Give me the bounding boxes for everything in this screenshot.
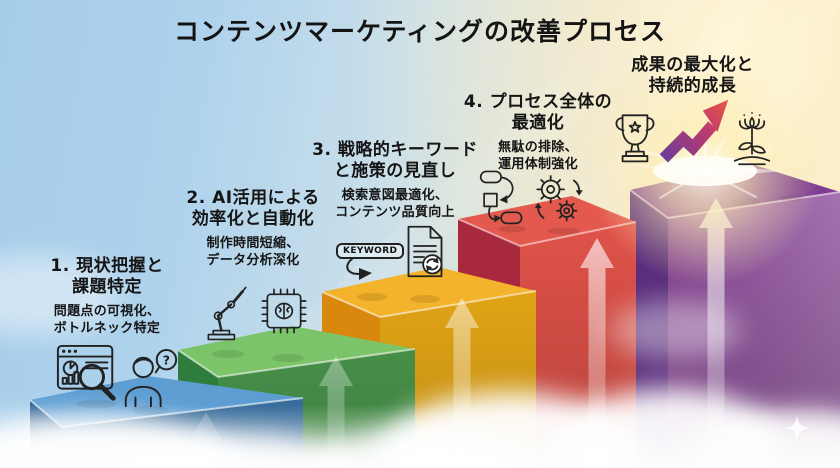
step-3-label: 3. 戦略的キーワード と施策の見直し 検索意図最適化、 コンテンツ品質向上 [290,140,500,222]
edge-highlight [321,290,537,319]
block-top-face [458,196,636,246]
bottom-haze [0,404,840,468]
trophy-icon [615,114,655,163]
step-1-subtitle: 問題点の可視化、 ボトルネック特定 [53,303,161,336]
analytics-search-icon [56,344,116,401]
step-3-subtitle: 検索意図最適化、 コンテンツ品質向上 [335,187,455,220]
page-title: コンテンツマーケティングの改善プロセス [173,17,666,46]
step-4-subtitle: 無駄の排除、 運用体制強化 [498,139,578,172]
icon-shadows [357,293,440,303]
keyword-label: KEYWORD [336,243,405,259]
keyword-bubble-icon: KEYWORD [336,238,406,281]
step-3-title: 3. 戦略的キーワード と施策の見直し [312,140,478,182]
growth-arrow-icon [659,99,729,163]
icon-shadows [498,225,580,235]
plant-icon [733,112,771,166]
person-question-icon: ? [124,349,178,408]
block-top-face [178,326,415,377]
icon-shadows [212,350,304,362]
flowchart-icon [479,170,523,225]
gears-icon [534,175,583,222]
svg-text:?: ? [163,353,170,368]
step-2-title: 2. AI活用による 効率化と自動化 [186,188,320,230]
swoosh-arrow [346,258,372,280]
step-5-label: 成果の最大化と 持続的成長 [595,55,790,98]
block-top-face [322,267,536,317]
step-2-label: 2. AI活用による 効率化と自動化 制作時間短縮、 データ分析深化 [158,188,348,270]
robot-arm-icon [207,286,247,341]
step-1-title: 1. 現状把握と 課題特定 [50,256,164,298]
edge-highlight [457,218,637,248]
edge-highlight [177,348,416,379]
step-2-subtitle: 制作時間短縮、 データ分析深化 [206,235,300,268]
document-refresh-icon [407,225,443,278]
step-5-title: 成果の最大化と 持続的成長 [631,55,754,97]
step-4-label: 4. プロセス全体の 最適化 無駄の排除、 運用体制強化 [443,92,633,174]
step-1-label: 1. 現状把握と 課題特定 問題点の可視化、 ボトルネック特定 [12,256,202,338]
cloud [610,300,740,360]
ai-chip-icon [261,288,307,334]
step-4-title: 4. プロセス全体の 最適化 [463,92,613,134]
